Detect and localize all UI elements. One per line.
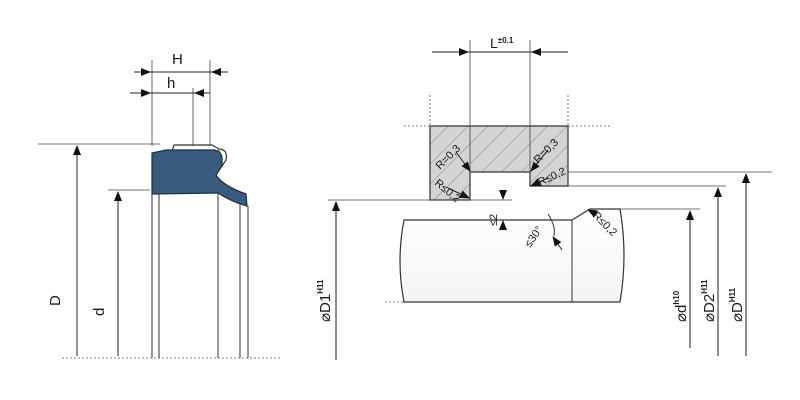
radius-leader-2 bbox=[530, 149, 549, 172]
D1-label: ⌀D1H11 bbox=[316, 279, 334, 322]
h-label: h bbox=[167, 75, 175, 92]
D-label: D bbox=[47, 295, 64, 306]
seal-profile-view: D d H h bbox=[38, 51, 282, 359]
step-label: ≤2 bbox=[488, 214, 500, 226]
angle-arc bbox=[547, 213, 555, 237]
radius-leader-3 bbox=[447, 187, 470, 199]
radius-leader-4 bbox=[530, 177, 549, 187]
H-label: H bbox=[172, 51, 183, 68]
seal-heel-outline bbox=[219, 148, 227, 167]
angle-leader bbox=[552, 236, 563, 251]
D2-label: ⌀D2H11 bbox=[700, 279, 718, 322]
D-bore-label: ⌀DH11 bbox=[728, 287, 746, 322]
d-rod-label: ⌀dh10 bbox=[672, 290, 690, 322]
seal-cross-section bbox=[151, 149, 248, 207]
radius-leader-1 bbox=[455, 151, 471, 172]
installation-view: L±0.1 R=0,3 R=0,3 R≤0,2 R≤0,2 R≤0,2 ≤2 ≤… bbox=[316, 35, 772, 360]
seal-lip-outline bbox=[171, 144, 220, 153]
d-label: d bbox=[91, 308, 108, 316]
radius-leader-5 bbox=[587, 209, 598, 218]
L-label: L±0.1 bbox=[490, 35, 514, 51]
rod-body bbox=[399, 208, 625, 303]
